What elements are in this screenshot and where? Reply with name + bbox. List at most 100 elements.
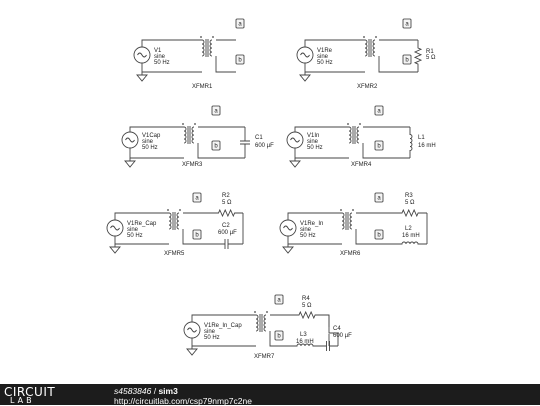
polarity-dot xyxy=(194,123,196,125)
sine-wave-icon xyxy=(137,52,147,58)
net-label-box xyxy=(402,54,412,65)
source-name: V1 xyxy=(154,48,162,54)
secondary-coil xyxy=(263,314,267,332)
sine-wave-icon xyxy=(290,137,300,143)
polarity-dot xyxy=(352,209,354,211)
transformer-symbol xyxy=(363,36,377,57)
logo-wordmark-top: CIRCUIT xyxy=(4,385,56,399)
wire xyxy=(304,39,365,47)
transformer-core xyxy=(259,314,263,332)
source-frequency: 50 Hz xyxy=(154,60,170,66)
component-value: 16 mH xyxy=(402,233,420,239)
wire xyxy=(287,212,342,220)
net-label-box xyxy=(374,229,384,240)
transformer-symbol xyxy=(200,36,214,57)
ground-icon xyxy=(289,158,301,168)
net-label-box xyxy=(402,18,412,29)
ground-icon xyxy=(186,346,198,356)
net-label-a[interactable]: a xyxy=(192,192,202,203)
wire xyxy=(322,314,339,346)
primary-coil xyxy=(364,39,368,57)
circuit-url[interactable]: http://circuitlab.com/csp79nmp7c2ne xyxy=(114,396,252,406)
component-name: R4 xyxy=(302,296,310,302)
footer-title-line: s4583846 / sim3 xyxy=(114,386,252,396)
net-label-a[interactable]: a xyxy=(235,18,245,29)
net-label-a[interactable]: a xyxy=(274,294,284,305)
capacitor-symbol xyxy=(210,239,243,249)
net-label-text: b xyxy=(405,58,409,64)
net-label-a[interactable]: a xyxy=(211,105,221,116)
footer-bar: CIRCUIT LAB s4583846 / sim3 http://circu… xyxy=(0,384,540,406)
transformer-core xyxy=(187,126,191,144)
resistor-symbol xyxy=(210,208,243,218)
component-name: R2 xyxy=(222,193,230,199)
source-name: V1Re_Cap xyxy=(127,221,157,227)
net-label-text: b xyxy=(238,58,242,64)
net-label-b[interactable]: b xyxy=(192,229,202,240)
transformer-core xyxy=(205,39,209,57)
source-type: sine xyxy=(154,54,166,60)
net-label-b[interactable]: b xyxy=(235,54,245,65)
transformer-label: XFMR1 xyxy=(192,84,213,90)
sine-wave-icon xyxy=(187,327,197,333)
component-value: 5 Ω xyxy=(405,200,415,206)
polarity-dot xyxy=(254,311,256,313)
net-label-box xyxy=(374,140,384,151)
ground-icon xyxy=(299,72,311,82)
inductor-symbol xyxy=(393,241,427,245)
sine-wave-icon xyxy=(125,137,135,143)
source-type: sine xyxy=(204,329,216,335)
source-name: V1In xyxy=(307,133,319,139)
circuitlab-logo[interactable]: CIRCUIT LAB xyxy=(4,385,96,405)
source-frequency: 50 Hz xyxy=(307,145,323,151)
source-frequency: 50 Hz xyxy=(142,145,158,151)
polarity-dot xyxy=(200,36,202,38)
component-name: L3 xyxy=(300,332,307,338)
net-label-b[interactable]: b xyxy=(374,140,384,151)
component-name: L1 xyxy=(418,135,425,141)
transformer-label: XFMR3 xyxy=(182,162,203,168)
footer-info: s4583846 / sim3 http://circuitlab.com/cs… xyxy=(114,386,252,406)
net-label-b[interactable]: b xyxy=(274,330,284,341)
logo-wordmark-bottom: LAB xyxy=(10,396,35,405)
net-label-a[interactable]: a xyxy=(374,105,384,116)
polarity-dot xyxy=(179,209,181,211)
wire xyxy=(141,39,202,47)
component-name: C2 xyxy=(222,223,230,229)
author-username[interactable]: s4583846 xyxy=(114,386,152,396)
wire xyxy=(197,126,245,159)
title-separator: / xyxy=(151,386,159,396)
wire xyxy=(182,212,244,245)
net-label-text: b xyxy=(377,144,381,150)
source-name: V1Re xyxy=(317,48,333,54)
net-label-b[interactable]: b xyxy=(374,229,384,240)
inductor-symbol xyxy=(409,127,413,158)
net-label-box xyxy=(374,192,384,203)
wire xyxy=(114,212,169,220)
net-label-a[interactable]: a xyxy=(402,18,412,29)
transformer-label: XFMR4 xyxy=(351,162,372,168)
net-label-b[interactable]: b xyxy=(402,54,412,65)
net-label-b[interactable]: b xyxy=(211,140,221,151)
capacitor-symbol xyxy=(318,341,338,351)
resistor-symbol xyxy=(292,310,322,320)
inductor-symbol xyxy=(292,343,318,347)
component-name: L2 xyxy=(405,226,412,232)
component-name: C1 xyxy=(255,135,263,141)
net-label-box xyxy=(235,54,245,65)
net-label-box xyxy=(274,330,284,341)
net-label-a[interactable]: a xyxy=(374,192,384,203)
source-name: V1Cap xyxy=(142,133,161,139)
wire xyxy=(129,126,184,132)
polarity-dot xyxy=(363,36,365,38)
ground-icon xyxy=(109,244,121,254)
primary-coil xyxy=(341,212,345,230)
circuit-name: sim3 xyxy=(158,386,178,396)
net-label-text: b xyxy=(377,233,381,239)
net-label-box xyxy=(192,229,202,240)
